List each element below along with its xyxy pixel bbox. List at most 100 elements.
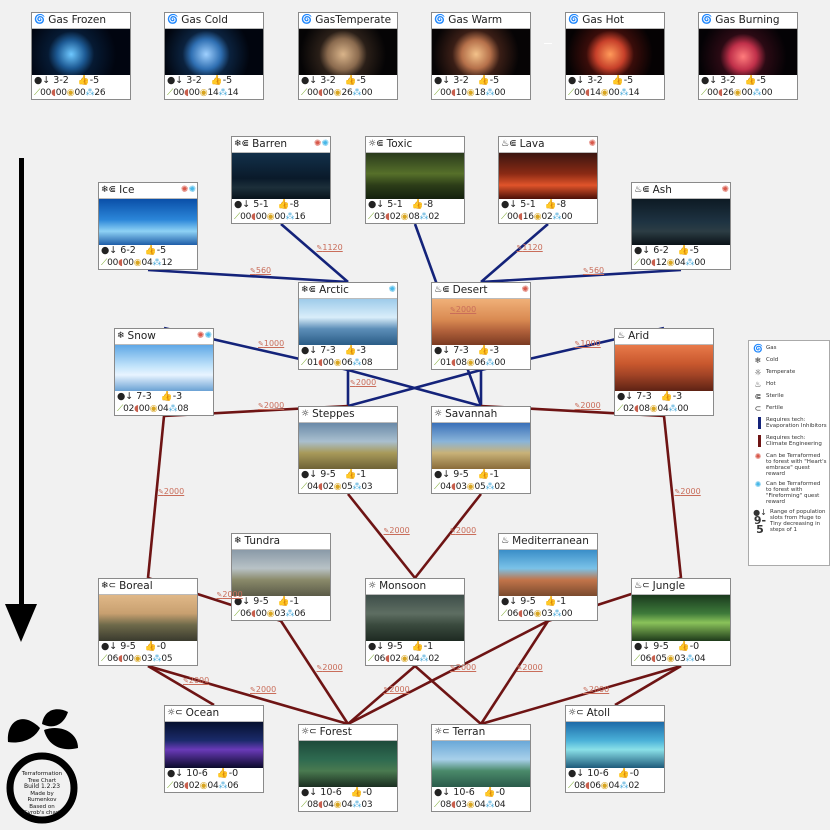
hot-icon: ♨ <box>634 581 643 591</box>
meat-value: 02 <box>322 482 334 492</box>
planet-image <box>632 595 730 641</box>
likability: -8 <box>423 199 434 210</box>
meat-value: 00 <box>122 654 134 664</box>
population-range: 3-2 <box>587 75 603 86</box>
card-title: Arid <box>628 330 650 342</box>
ore-value: 00 <box>741 88 753 98</box>
ore-icon: ◉ <box>466 800 475 810</box>
ore-icon: ◉ <box>199 781 208 791</box>
ore-icon: ◉ <box>199 88 208 98</box>
water-value: 03 <box>361 800 373 810</box>
population-icon: ●↓ <box>368 199 385 210</box>
resources-row: ⟋08◖03◉04⁂04 <box>432 799 530 811</box>
meat-value: 14 <box>589 88 601 98</box>
like-icon: 👍 <box>144 641 157 652</box>
edge-cost: ✎2000 <box>258 401 285 410</box>
planet-card-gas-cold: 🌀Gas Cold●↓ 3-2 👍-5⟋00◖00◉14⁂14 <box>164 12 264 100</box>
cold-icon: ❄ <box>301 285 309 295</box>
resources-row: ⟋00◖12◉04⁂00 <box>632 257 730 269</box>
planet-card-savannah: ☼Savannah●↓ 9-5 👍-1⟋04◖03◉05⁂02 <box>431 406 531 494</box>
planet-card-boreal: ❄⊂Boreal●↓ 9-5 👍-0⟋06◖00◉03⁂05 <box>98 578 198 666</box>
ore-icon: ◉ <box>333 88 342 98</box>
planet-card-barren: ❄⋐Barren✺✺●↓ 5-1 👍-8⟋00◖00◉00⁂16 <box>231 136 331 224</box>
card-header: ☼Steppes <box>299 407 397 423</box>
knowledge-icon: ✎ <box>574 402 581 410</box>
like-icon: 👍 <box>411 199 424 210</box>
card-header: ♨Mediterranean <box>499 534 597 550</box>
sterile-fish-icon: ⋐ <box>376 139 384 149</box>
edge-cost: ✎1120 <box>516 243 543 252</box>
planet-card-lava: ♨⋐Lava✺●↓ 5-1 👍-8⟋00◖16◉02⁂00 <box>498 136 598 224</box>
meat-value: 00 <box>188 88 200 98</box>
stats-row: ●↓ 9-5 👍-0 <box>99 641 197 653</box>
like-icon: 👍 <box>160 391 173 402</box>
food-value: 02 <box>123 404 135 414</box>
water-icon: ⁂ <box>752 88 762 98</box>
water-icon: ⁂ <box>485 482 495 492</box>
meat-icon: ◖ <box>184 781 189 791</box>
meat-icon: ◖ <box>518 212 523 222</box>
stats-row: ●↓ 6-2 👍-5 <box>99 245 197 257</box>
planet-image <box>299 299 397 345</box>
edge-mediterranean-forest <box>347 619 549 726</box>
stats-row: ●↓ 9-5 👍-0 <box>632 641 730 653</box>
ore-value: 02 <box>541 212 553 222</box>
planet-card-toxic: ☼⋐Toxic●↓ 5-1 👍-8⟋03◖02◉08⁂02 <box>365 136 465 224</box>
fireforming-icon: ✺ <box>188 185 196 195</box>
population-range: 7-3 <box>136 391 152 402</box>
knowledge-icon: ✎ <box>674 488 681 496</box>
gas-icon: 🌀 <box>434 15 446 25</box>
card-title: Toxic <box>386 138 413 150</box>
knowledge-icon: ✎ <box>316 244 323 252</box>
water-icon: ⁂ <box>485 88 495 98</box>
planet-card-gas-burning: 🌀Gas Burning●↓ 3-2 👍-5⟋00◖26◉00⁂00 <box>698 12 798 100</box>
population-icon: ●↓ <box>101 245 118 256</box>
card-title: GasTemperate <box>315 14 392 26</box>
population-icon: ●↓ <box>501 596 518 607</box>
ore-value: 03 <box>274 609 286 619</box>
like-icon: 👍 <box>677 641 690 652</box>
population-icon: ●↓ <box>101 641 118 652</box>
water-value: 00 <box>494 88 506 98</box>
planet-image <box>232 153 330 199</box>
meat-icon: ◖ <box>634 404 639 414</box>
temperate-icon: ☼ <box>568 708 577 718</box>
divider <box>544 43 552 44</box>
planet-image <box>366 595 464 641</box>
stats-row: ●↓ 10-6 👍-0 <box>566 768 664 780</box>
edge-boreal-forest <box>147 664 349 726</box>
like-icon: 👍 <box>544 596 557 607</box>
edge-monsoon-terran <box>414 665 482 725</box>
card-title: Ocean <box>185 707 220 719</box>
food-value: 06 <box>507 609 519 619</box>
planet-image <box>99 595 197 641</box>
card-title: Atoll <box>586 707 610 719</box>
water-icon: ⁂ <box>218 781 228 791</box>
food-icon: ⟋ <box>501 609 508 619</box>
population-range: 6-2 <box>653 245 669 256</box>
likability: -5 <box>222 75 233 86</box>
gas-icon: 🌀 <box>34 15 46 25</box>
ore-value: 04 <box>157 404 169 414</box>
edge-desert-steppes <box>347 368 482 408</box>
sterile-fish-icon: ⋐ <box>509 139 517 149</box>
meat-icon: ◖ <box>318 800 323 810</box>
water-value: 02 <box>428 654 440 664</box>
planet-card-arctic: ❄⋐Arctic✺●↓ 7-3 👍-3⟋01◖00◉06⁂08 <box>298 282 398 370</box>
knowledge-icon: ✎ <box>574 340 581 348</box>
logo-caption: Terraformation Tree Chart Build 1.2.23 M… <box>21 771 63 816</box>
likability: -5 <box>489 75 500 86</box>
fertile-fish-icon: ⊂ <box>576 708 584 718</box>
edge-cost: ✎2000 <box>450 305 477 314</box>
meat-value: 12 <box>655 258 667 268</box>
water-icon: ⁂ <box>685 258 695 268</box>
ore-icon: ◉ <box>400 654 409 664</box>
fertile-fish-icon: ⊂ <box>442 727 450 737</box>
planet-image <box>499 153 597 199</box>
sterile-fish-icon: ⋐ <box>642 185 650 195</box>
food-icon: ⟋ <box>301 88 308 98</box>
card-header: ❄⋐Barren✺✺ <box>232 137 330 153</box>
ore-icon: ◉ <box>649 404 658 414</box>
like-icon: 👍 <box>611 75 624 86</box>
water-value: 04 <box>494 800 506 810</box>
